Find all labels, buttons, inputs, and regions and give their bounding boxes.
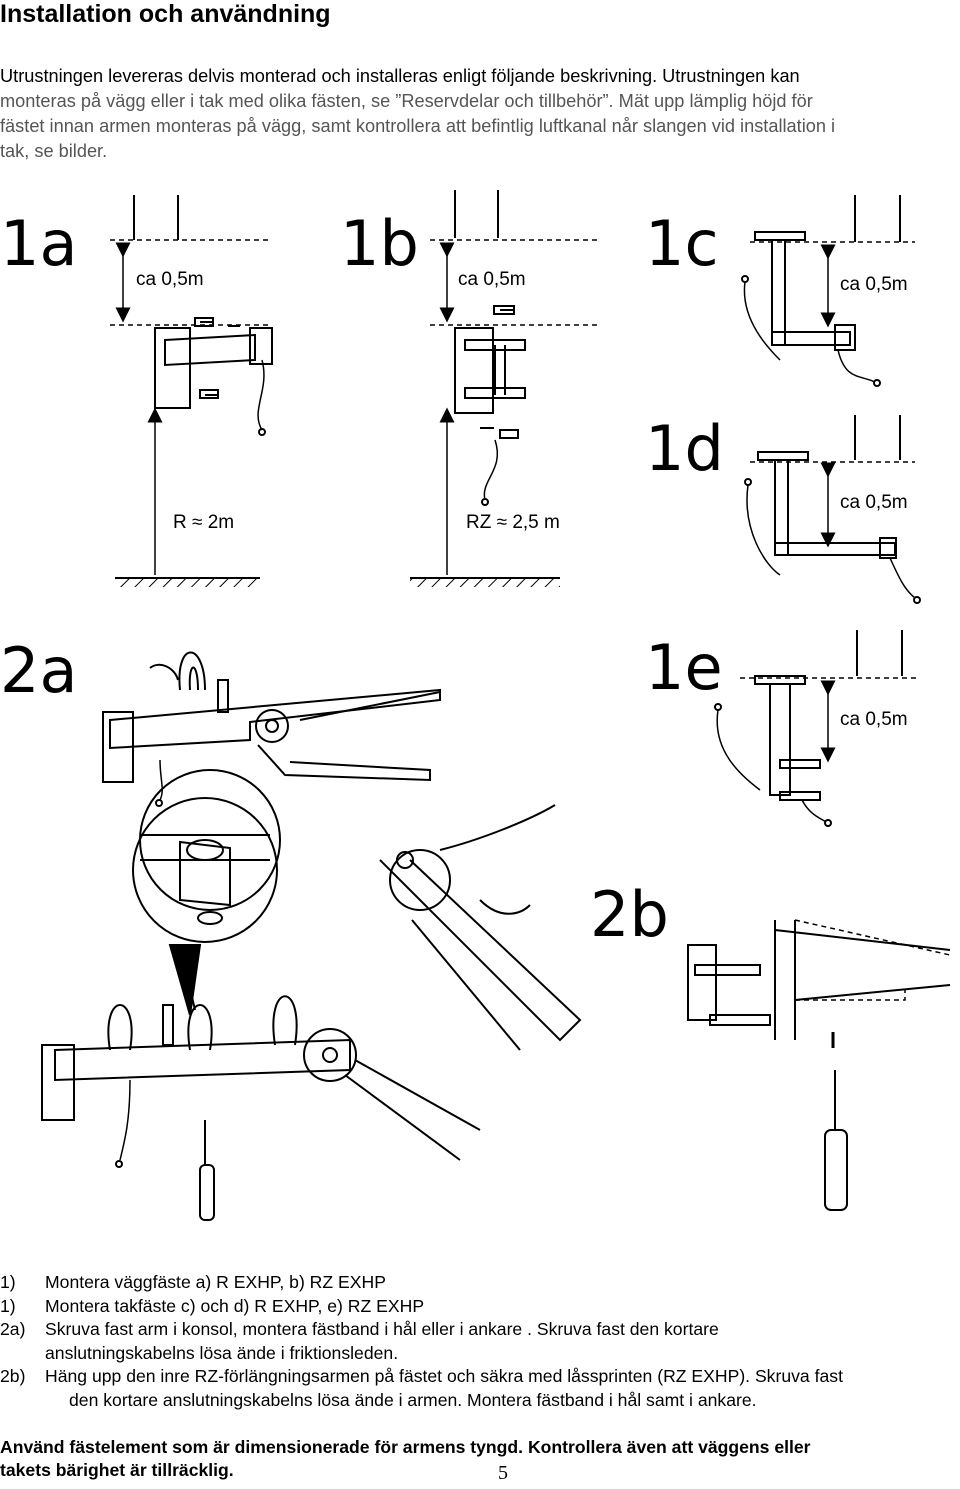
warning-line: takets bärighet är tillräcklig.	[0, 1460, 234, 1480]
height-1b: RZ ≈ 2,5 m	[466, 512, 560, 534]
instruction-step: 1) Montera väggfäste a) R EXHP, b) RZ EX…	[0, 1271, 960, 1295]
step-text: Skruva fast arm i konsol, montera fästba…	[45, 1319, 719, 1339]
figure-1e-drawing	[714, 630, 918, 827]
figure-2a-arm	[379, 804, 582, 1051]
figure-label-2b: 2b	[590, 878, 669, 951]
instruction-step: 2b) Häng upp den inre RZ-förlängningsarm…	[0, 1365, 960, 1412]
step-number: 1)	[0, 1272, 16, 1292]
dimension-1b: ca 0,5m	[458, 269, 526, 291]
figure-2a-detail	[132, 797, 278, 1016]
figure-2b-drawing	[687, 919, 951, 1211]
figure-label-1b: 1b	[340, 207, 419, 280]
instruction-step: 1) Montera takfäste c) och d) R EXHP, e)…	[0, 1295, 960, 1319]
figure-label-1e: 1e	[645, 631, 723, 704]
height-1a: R ≈ 2m	[173, 512, 235, 534]
dimension-1d: ca 0,5m	[840, 492, 908, 514]
figure-label-1d: 1d	[645, 412, 724, 485]
instruction-list: 1) Montera väggfäste a) R EXHP, b) RZ EX…	[0, 1271, 960, 1412]
step-number: 2a)	[0, 1319, 26, 1339]
step-text-continued: den kortare anslutningskabelns lösa ände…	[69, 1389, 757, 1410]
figure-label-2a: 2a	[0, 634, 78, 707]
instruction-step: 2a) Skruva fast arm i konsol, montera fä…	[0, 1318, 960, 1365]
figure-1b-drawing	[410, 190, 600, 587]
figure-1a-drawing	[110, 195, 273, 587]
step-number: 2b)	[0, 1366, 26, 1386]
intro-line: Utrustningen levereras delvis monterad o…	[0, 66, 800, 86]
intro-line: fästet innan armen monteras på vägg, sam…	[0, 116, 836, 136]
page-number: 5	[498, 1462, 508, 1484]
intro-line: monteras på vägg eller i tak med olika f…	[0, 91, 813, 111]
figure-1d-drawing	[744, 415, 921, 604]
figure-1c-drawing	[741, 195, 915, 387]
dimension-1e: ca 0,5m	[840, 709, 908, 731]
step-number: 1)	[0, 1295, 16, 1316]
step-text-continued: anslutningskabelns lösa ände i friktions…	[45, 1342, 399, 1363]
step-text: Montera takfäste c) och d) R EXHP, e) RZ…	[45, 1295, 425, 1316]
figure-2a-drawing	[102, 651, 441, 911]
intro-paragraph: Utrustningen levereras delvis monterad o…	[0, 64, 960, 164]
page-title: Installation och användning	[0, 0, 331, 28]
step-text: Häng upp den inre RZ-förlängningsarmen p…	[45, 1366, 843, 1386]
step-text: Montera väggfäste a) R EXHP, b) RZ EXHP	[45, 1272, 386, 1292]
dimension-1a: ca 0,5m	[136, 269, 204, 291]
figure-label-1c: 1c	[645, 207, 719, 280]
safety-warning: Använd fästelement som är dimensionerade…	[0, 1436, 960, 1482]
warning-line: Använd fästelement som är dimensionerade…	[0, 1437, 811, 1457]
figure-2a-bottom-drawing	[41, 995, 481, 1221]
intro-line: tak, se bilder.	[0, 141, 108, 161]
figure-label-1a: 1a	[0, 207, 78, 280]
dimension-1c: ca 0,5m	[840, 274, 908, 296]
